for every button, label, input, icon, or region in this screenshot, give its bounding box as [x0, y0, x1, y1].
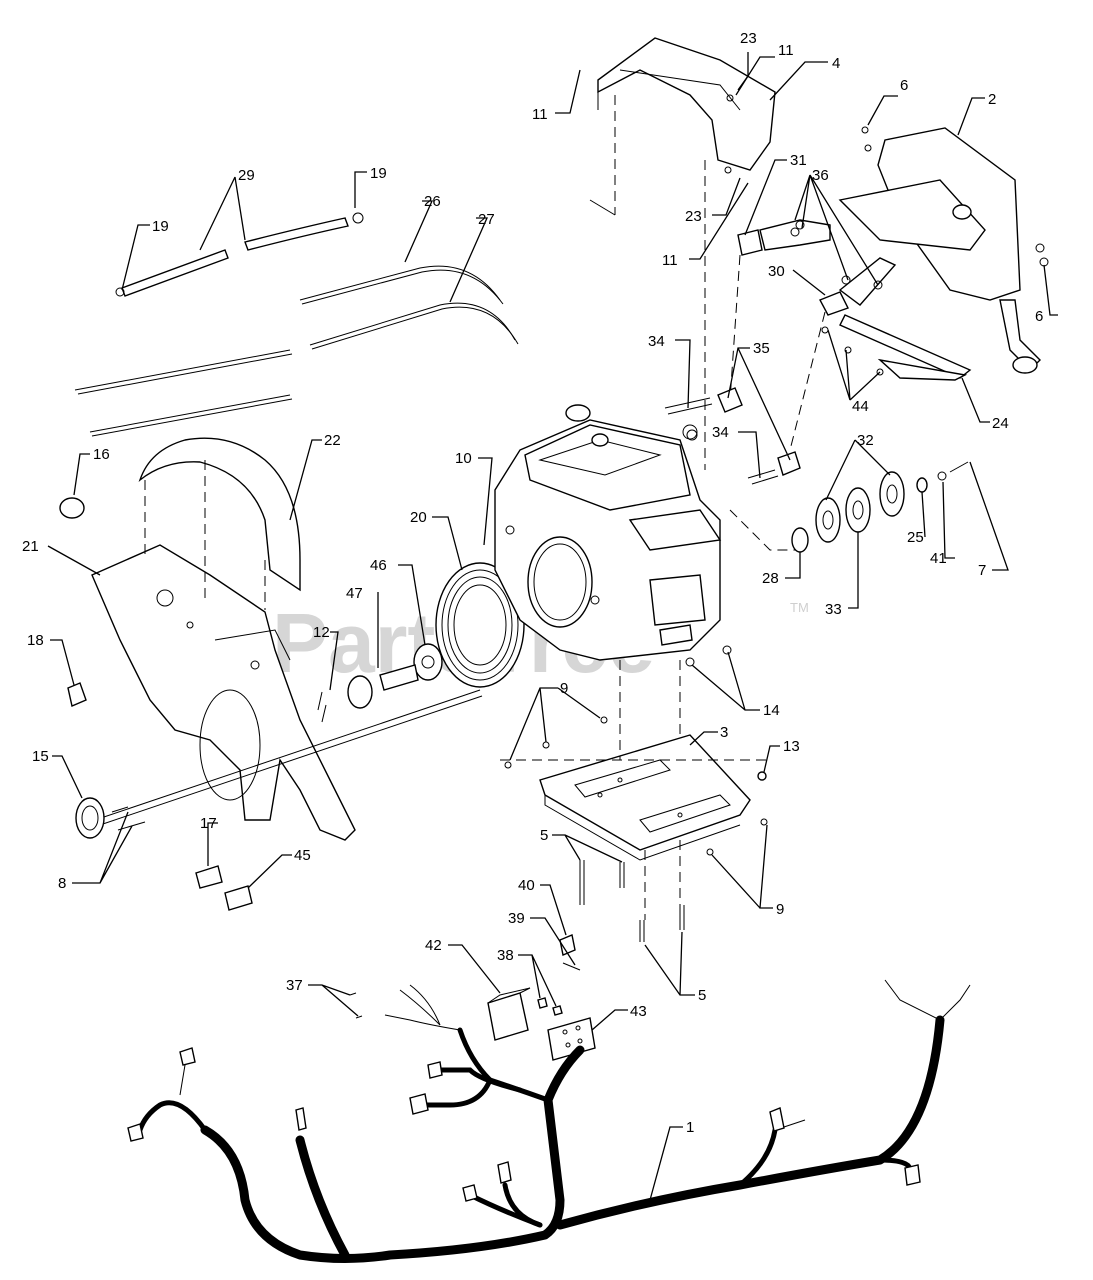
callout-31: 31: [790, 152, 807, 169]
callout-8: 8: [58, 875, 66, 892]
callout-9: 9: [776, 901, 784, 918]
intake-gaskets-part: [664, 387, 801, 485]
callout-6: 6: [1035, 308, 1043, 325]
callout-19: 19: [370, 165, 387, 182]
fan-hub-part: [347, 643, 443, 709]
callout-15: 15: [32, 748, 49, 765]
blower-housing-part: [91, 437, 356, 841]
callout-6: 6: [900, 77, 908, 94]
callout-5: 5: [540, 827, 548, 844]
callout-10: 10: [455, 450, 472, 467]
callout-25: 25: [907, 529, 924, 546]
callout-12: 12: [313, 624, 330, 641]
callout-23: 23: [685, 208, 702, 225]
callout-42: 42: [425, 937, 442, 954]
callout-9: 9: [560, 680, 568, 697]
callout-22: 22: [324, 432, 341, 449]
throttle-cables-part: [74, 265, 519, 437]
callout-29: 29: [238, 167, 255, 184]
callout-37: 37: [286, 977, 303, 994]
callout-16: 16: [93, 446, 110, 463]
watermark-trademark: TM: [790, 600, 809, 615]
callout-11: 11: [778, 42, 794, 59]
callout-34: 34: [712, 424, 729, 441]
callout-24: 24: [992, 415, 1009, 432]
callout-17: 17: [200, 815, 217, 832]
mounting-bolts-part: [317, 645, 768, 942]
callout-14: 14: [763, 702, 780, 719]
callout-13: 13: [783, 738, 800, 755]
callout-20: 20: [410, 509, 427, 526]
callout-7: 7: [978, 562, 986, 579]
callout-11: 11: [662, 252, 678, 269]
callout-27: 27: [478, 211, 495, 228]
callout-26: 26: [424, 193, 441, 210]
fuel-tubes-part: [115, 212, 364, 297]
callout-40: 40: [518, 877, 535, 894]
callout-3: 3: [720, 724, 728, 741]
callout-41: 41: [930, 550, 947, 567]
muffler-bracket-part: [821, 314, 972, 381]
clutch-part: [75, 797, 146, 839]
callout-1: 1: [686, 1119, 694, 1136]
callout-35: 35: [753, 340, 770, 357]
engine-part: [494, 404, 722, 661]
callout-33: 33: [825, 601, 842, 618]
callout-32: 32: [857, 432, 874, 449]
engine-base-plate-part: [539, 734, 751, 861]
small-switches-part: [59, 497, 253, 911]
callout-leader-lines: [47, 52, 1058, 1201]
callout-2: 2: [988, 91, 996, 108]
callout-labels: 23 11 4 11 6 2 29 19 19 26 27 31 36 23 1…: [22, 30, 1043, 1136]
callout-19: 19: [152, 218, 169, 235]
callout-38: 38: [497, 947, 514, 964]
callout-36: 36: [812, 167, 829, 184]
muffler-part: [838, 126, 1049, 374]
flywheel-screen-part: [435, 562, 525, 688]
callout-21: 21: [22, 538, 39, 555]
callout-4: 4: [832, 55, 840, 72]
callout-23: 23: [740, 30, 757, 47]
callout-30: 30: [768, 263, 785, 280]
callout-47: 47: [346, 585, 363, 602]
callout-18: 18: [27, 632, 44, 649]
callout-46: 46: [370, 557, 387, 574]
callout-39: 39: [508, 910, 525, 927]
callout-45: 45: [294, 847, 311, 864]
callout-44: 44: [852, 398, 869, 415]
exhaust-gaskets-part: [737, 219, 897, 316]
callout-43: 43: [630, 1003, 647, 1020]
blower-shroud-part: [597, 37, 776, 174]
callout-28: 28: [762, 570, 779, 587]
wiring-harness-part: [127, 979, 971, 1263]
callout-34: 34: [648, 333, 665, 350]
callout-11: 11: [532, 106, 548, 123]
electrical-components-part: [349, 934, 596, 1061]
callout-5: 5: [698, 987, 706, 1004]
pulley-assembly-part: [791, 461, 969, 553]
